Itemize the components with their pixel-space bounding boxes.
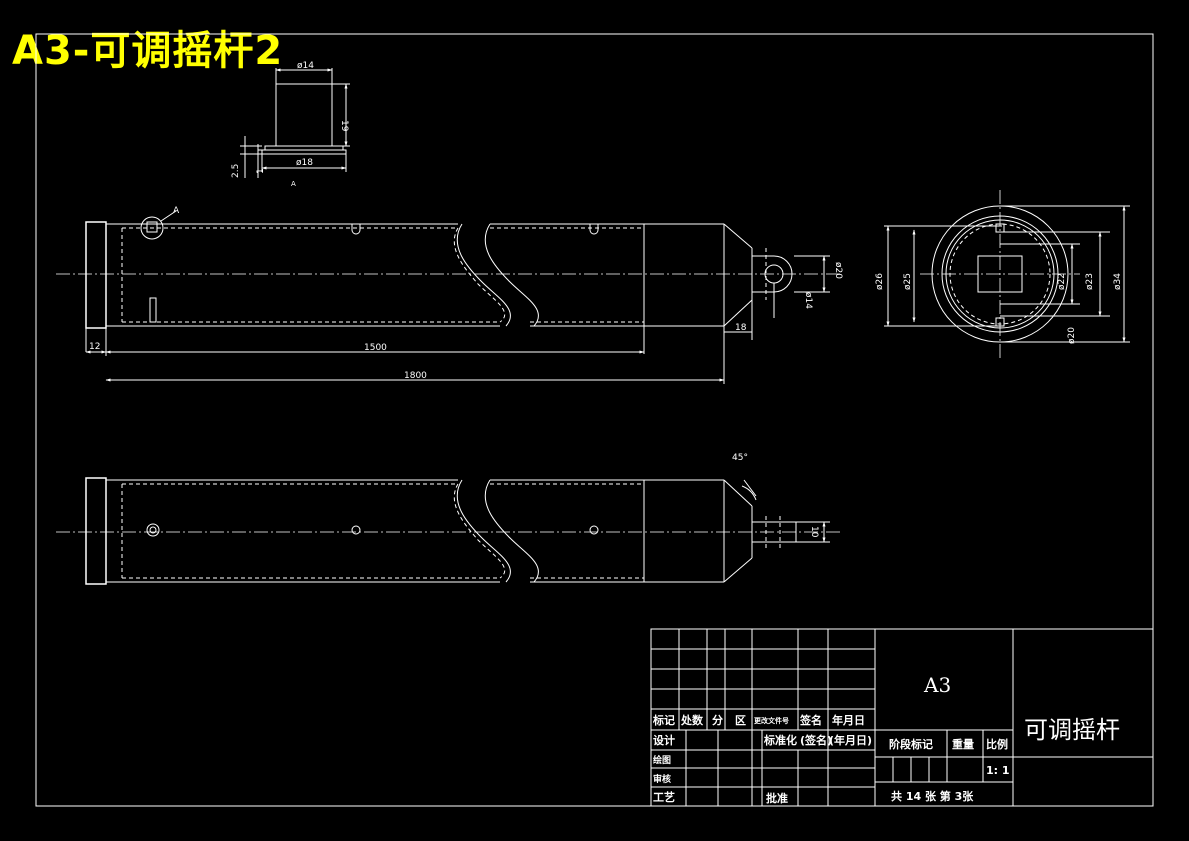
tb-header-fen: 分 bbox=[712, 713, 723, 727]
dim-d20-eye: ø20 bbox=[833, 262, 843, 279]
main-side-view: A 12 1500 1800 18 ø20 ø14 bbox=[56, 206, 843, 384]
detail-dim-height: 19 bbox=[339, 120, 349, 132]
tb-part-name: 可调摇杆 bbox=[1024, 716, 1120, 744]
end-dim-d25: ø25 bbox=[903, 273, 913, 290]
end-view: ø26 ø25 ø22 ø23 ø34 ø20 bbox=[875, 190, 1130, 360]
dim-10: 10 bbox=[809, 526, 819, 538]
callout-a-label: A bbox=[173, 206, 180, 216]
tb-standard: 标准化 bbox=[763, 733, 797, 747]
end-dim-d23: ø23 bbox=[1085, 273, 1095, 290]
dim-18: 18 bbox=[735, 323, 747, 333]
detail-view-label: A bbox=[291, 180, 296, 188]
tb-sheets: 共 14 张 第 3张 bbox=[891, 789, 974, 803]
detail-dim-2-5: 2.5 bbox=[231, 164, 241, 178]
tb-row-check: 审核 bbox=[653, 773, 671, 785]
tb-scale-value: 1: 1 bbox=[986, 764, 1010, 777]
detail-dim-bottom: ø18 bbox=[296, 158, 313, 168]
end-dim-d22: ø22 bbox=[1057, 273, 1067, 290]
detail-dim-1: 1 bbox=[256, 168, 266, 174]
tb-header-sign: 签名 bbox=[799, 713, 822, 727]
tb-row-process: 工艺 bbox=[653, 790, 675, 804]
tb-standard-sign: (签名) bbox=[800, 733, 832, 747]
tb-header-mark: 标记 bbox=[652, 713, 675, 727]
tb-row-design: 设计 bbox=[653, 733, 675, 747]
detail-dim-top: ø14 bbox=[297, 61, 314, 71]
dim-12: 12 bbox=[89, 342, 100, 352]
tb-approve: 批准 bbox=[766, 791, 788, 805]
dim-d14-eye: ø14 bbox=[803, 292, 813, 309]
end-dim-d20: ø20 bbox=[1067, 327, 1077, 344]
tb-header-zone: 区 bbox=[735, 714, 746, 727]
tb-standard-date: (年月日) bbox=[829, 733, 872, 747]
tb-header-change-doc: 更改文件号 bbox=[754, 716, 789, 725]
tb-scale: 比例 bbox=[986, 737, 1008, 751]
tb-header-date: 年月日 bbox=[832, 713, 865, 727]
tb-weight: 重量 bbox=[952, 737, 974, 751]
tb-format: A3 bbox=[923, 673, 951, 697]
title-block: 标记 处数 分 区 更改文件号 签名 年月日 设计 绘图 审核 工艺 标准化 (… bbox=[650, 628, 1154, 807]
dim-1500: 1500 bbox=[364, 343, 387, 353]
end-dim-d26: ø26 bbox=[875, 273, 885, 290]
tb-header-count: 处数 bbox=[680, 713, 704, 727]
tb-row-draw: 绘图 bbox=[653, 754, 671, 766]
drawing-border bbox=[35, 33, 1154, 807]
end-dim-d34: ø34 bbox=[1113, 273, 1123, 290]
angle-45: 45° bbox=[732, 453, 748, 463]
lower-top-view: 45° 10 bbox=[56, 453, 840, 585]
detail-view-a: ø14 19 ø18 2.5 1 A bbox=[231, 61, 350, 188]
drawing-banner-title: A3-可调摇杆2 bbox=[12, 28, 284, 74]
tb-stage-mark: 阶段标记 bbox=[889, 737, 933, 751]
dim-1800: 1800 bbox=[404, 371, 427, 381]
